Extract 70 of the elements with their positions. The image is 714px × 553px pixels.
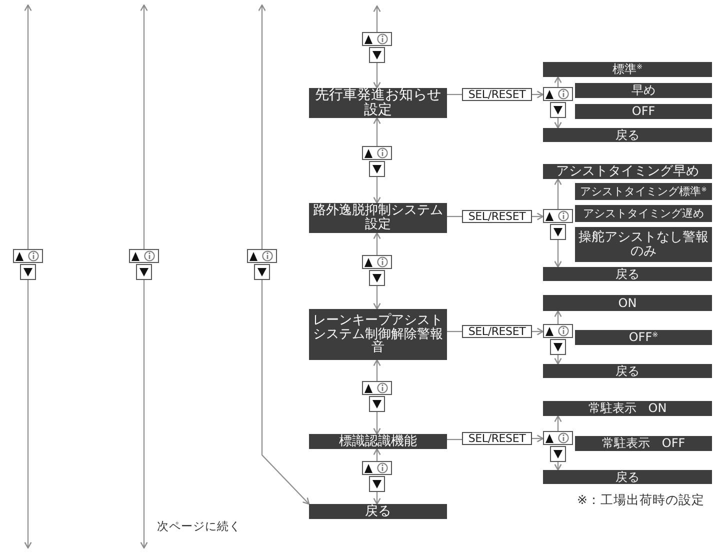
arrow — [258, 4, 266, 249]
arrow — [554, 415, 562, 431]
up-down-buttons-icon — [247, 249, 277, 280]
connector-line — [447, 438, 462, 440]
up-down-buttons-icon — [543, 209, 573, 240]
arrow — [261, 280, 310, 505]
up-down-buttons-icon — [362, 255, 392, 286]
connector-line — [447, 94, 462, 96]
arrow — [532, 434, 544, 442]
arrow — [373, 63, 381, 89]
option-item: アシストタイミング遅め — [575, 205, 712, 222]
arrow — [373, 5, 381, 32]
menu-item: 標識認識機能 — [309, 434, 447, 449]
arrow — [140, 4, 148, 249]
sel-reset-button: SEL/RESET — [462, 325, 532, 338]
option-item: 早め — [575, 83, 712, 98]
arrow — [554, 76, 562, 87]
option-item: OFF — [575, 104, 712, 119]
menu-item: 戻る — [309, 504, 447, 519]
arrow — [532, 212, 544, 220]
option-item: アシストタイミング早め — [543, 164, 712, 179]
option-item: OFF$^{※}$ — [575, 330, 712, 345]
arrow — [373, 232, 381, 255]
option-item: 戻る — [543, 470, 712, 484]
arrow — [554, 240, 562, 268]
arrow — [554, 310, 562, 324]
continued-note: 次ページに続く — [157, 520, 241, 534]
connector-line — [447, 216, 462, 218]
up-down-buttons-icon — [362, 146, 392, 177]
sel-reset-button: SEL/RESET — [462, 210, 532, 223]
up-down-buttons-icon — [543, 324, 573, 355]
sel-reset-button: SEL/RESET — [462, 88, 532, 101]
option-item: 常駐表示 ON — [543, 401, 712, 416]
arrow — [24, 4, 32, 249]
up-down-buttons-icon — [543, 87, 573, 118]
arrow — [373, 448, 381, 461]
option-item: 戻る — [543, 128, 712, 142]
option-item: 戻る — [543, 267, 712, 281]
option-item: 戻る — [543, 364, 712, 378]
arrow — [373, 177, 381, 204]
up-down-buttons-icon — [362, 461, 392, 492]
option-item: アシストタイミング標準$^{※}$ — [575, 183, 712, 200]
arrow — [554, 118, 562, 129]
arrow — [554, 178, 562, 209]
connector-line — [447, 330, 462, 332]
option-item: 常駐表示 OFF — [575, 436, 712, 451]
option-item: 標準$^{※}$ — [543, 62, 712, 77]
menu-item: 先行車発進お知らせ設定 — [309, 88, 447, 118]
arrow — [24, 280, 32, 549]
arrow — [373, 492, 381, 505]
sel-reset-button: SEL/RESET — [462, 432, 532, 445]
arrow — [532, 90, 544, 98]
arrow — [532, 328, 544, 336]
arrow — [373, 359, 381, 381]
option-item: 操舵アシストなし警報のみ — [575, 227, 712, 262]
up-down-buttons-icon — [13, 249, 43, 280]
arrow — [373, 286, 381, 310]
option-item: ON — [543, 295, 712, 311]
up-down-buttons-icon — [362, 32, 392, 63]
up-down-buttons-icon — [543, 431, 573, 462]
arrow — [373, 117, 381, 146]
menu-item: 路外逸脱抑制システム設定 — [309, 203, 447, 233]
arrow — [373, 412, 381, 435]
arrow — [554, 462, 562, 471]
footnote: ※：工場出荷時の設定 — [577, 492, 704, 507]
arrow — [554, 355, 562, 365]
arrow — [140, 280, 148, 549]
up-down-buttons-icon — [362, 381, 392, 412]
menu-item: レーンキープアシストシステム制御解除警報音 — [309, 309, 447, 360]
up-down-buttons-icon — [129, 249, 159, 280]
